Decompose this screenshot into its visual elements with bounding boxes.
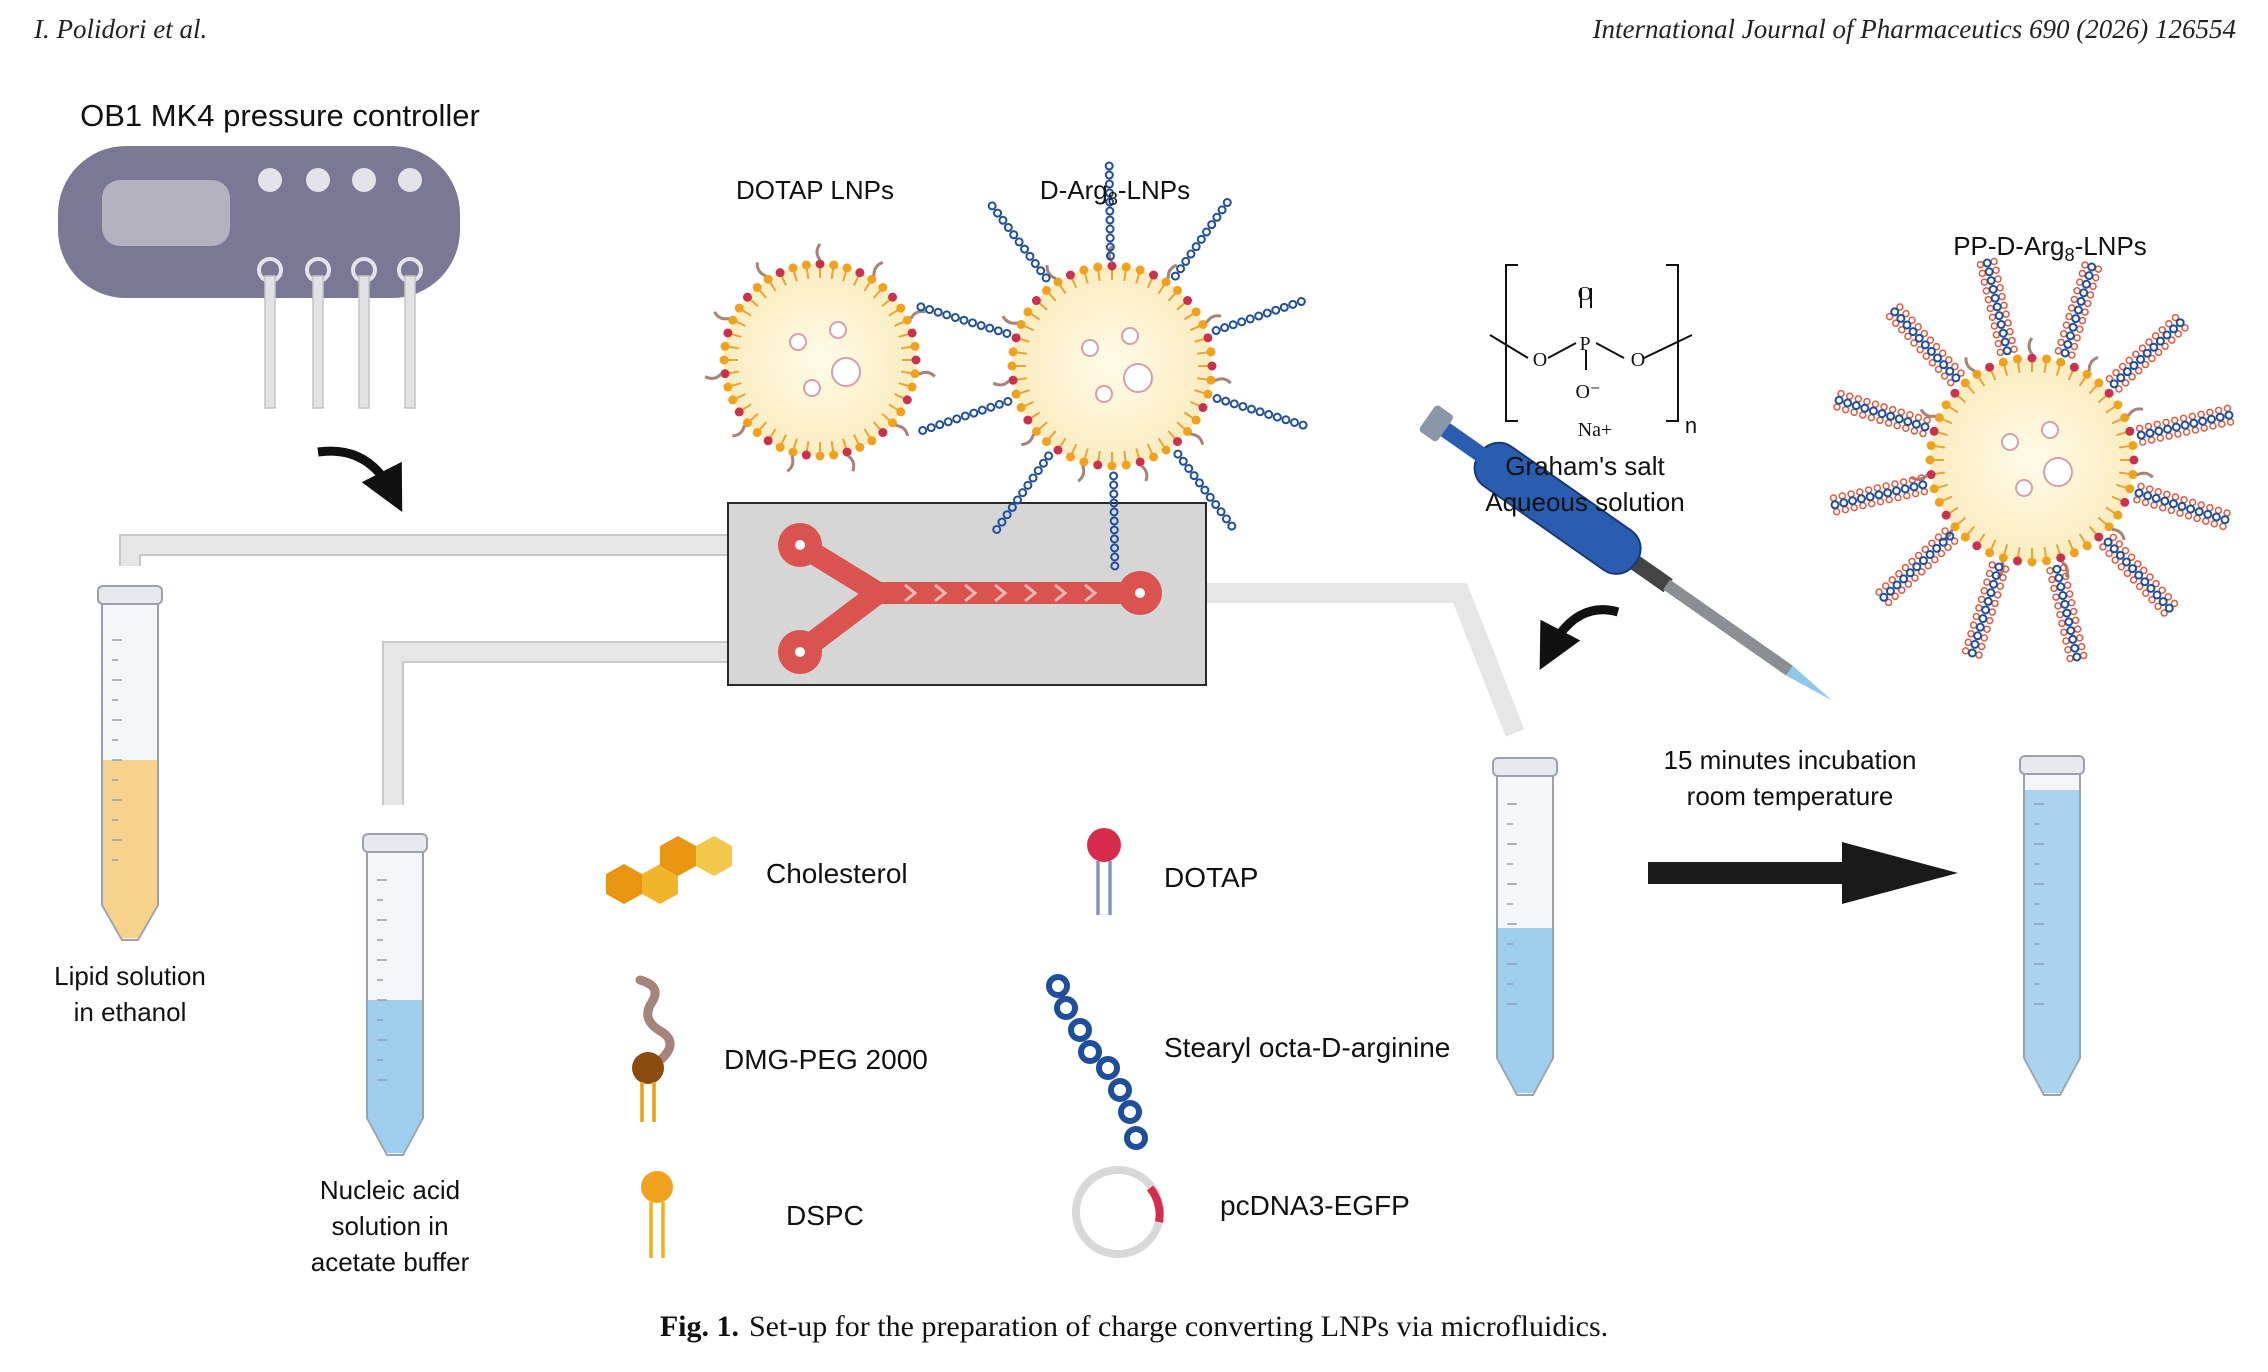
grahams-salt-structure xyxy=(1489,264,1693,422)
caption-text: Set-up for the preparation of charge con… xyxy=(748,1310,1609,1343)
plasmid-icon xyxy=(1072,1166,1164,1258)
dmg-peg-icon xyxy=(632,975,675,1122)
stearyl-octa-d-arginine-icon xyxy=(1046,974,1148,1150)
nucleic-label-line1: Nucleic acid xyxy=(319,1175,461,1205)
formula-o-top: O xyxy=(1577,283,1593,305)
dotap-lnp-particle xyxy=(704,243,936,473)
microfluidic-chip xyxy=(727,502,1207,686)
tube-final xyxy=(2019,755,2085,1096)
incubation-arrow xyxy=(1648,842,1958,904)
tubing xyxy=(120,535,1525,805)
pipette xyxy=(1419,405,1833,701)
formula-na: Na+ xyxy=(1577,419,1613,441)
incubation-label-line1: 15 minutes incubation xyxy=(1663,745,1917,775)
curved-arrow-controller xyxy=(317,446,403,513)
tube-lipid xyxy=(97,585,163,941)
caption-fig-label: Fig. 1. xyxy=(659,1310,739,1343)
figure-caption: Fig. 1. Set-up for the preparation of cha… xyxy=(0,1310,2268,1344)
tube-nucleic xyxy=(362,833,428,1156)
lipid-label-line2: in ethanol xyxy=(73,997,187,1027)
aqueous-solution-label: Aqueous solution xyxy=(1485,487,1685,517)
header-authors: I. Polidori et al. xyxy=(34,14,208,44)
header-journal: International Journal of Pharmaceutics 6… xyxy=(1592,14,2236,44)
dspc-icon xyxy=(641,1171,673,1258)
dotap-lnps-label: DOTAP LNPs xyxy=(736,175,894,205)
legend-dotap-label: DOTAP xyxy=(1164,862,1259,893)
legend-plasmid-label: pcDNA3-EGFP xyxy=(1220,1190,1410,1221)
legend-dmg-peg-label: DMG-PEG 2000 xyxy=(724,1044,928,1075)
lipid-label-line1: Lipid solution xyxy=(54,961,206,991)
legend-stearyl-label: Stearyl octa-D-arginine xyxy=(1164,1032,1451,1063)
tube-mixed xyxy=(1492,757,1558,1096)
dotap-icon xyxy=(1087,828,1121,915)
curved-arrow-pipette xyxy=(1539,605,1620,670)
pressure-controller xyxy=(58,146,460,409)
formula-p: P xyxy=(1579,333,1591,355)
formula-o-right: O xyxy=(1630,349,1646,371)
nucleic-label-line3: acetate buffer xyxy=(310,1247,470,1277)
grahams-salt-label: Graham's salt xyxy=(1505,451,1665,481)
pp-d-arg8-lnps-label: PP-D-Arg8-LNPs xyxy=(1953,231,2147,266)
d-arg8-lnp-particle xyxy=(916,161,1308,571)
incubation-label-line2: room temperature xyxy=(1686,781,1894,811)
legend-dspc-label: DSPC xyxy=(786,1200,864,1231)
d-arg8-lnps-label: D-Arg8-LNPs xyxy=(1039,175,1191,210)
formula-n: n xyxy=(1684,413,1698,438)
nucleic-label-line2: solution in xyxy=(331,1211,449,1241)
formula-o-left: O xyxy=(1532,349,1548,371)
cholesterol-icon xyxy=(606,836,732,904)
pp-d-arg8-lnp-particle xyxy=(1829,257,2235,663)
formula-o-minus: O⁻ xyxy=(1575,381,1601,403)
controller-label: OB1 MK4 pressure controller xyxy=(80,98,480,133)
legend-cholesterol-label: Cholesterol xyxy=(766,858,908,889)
